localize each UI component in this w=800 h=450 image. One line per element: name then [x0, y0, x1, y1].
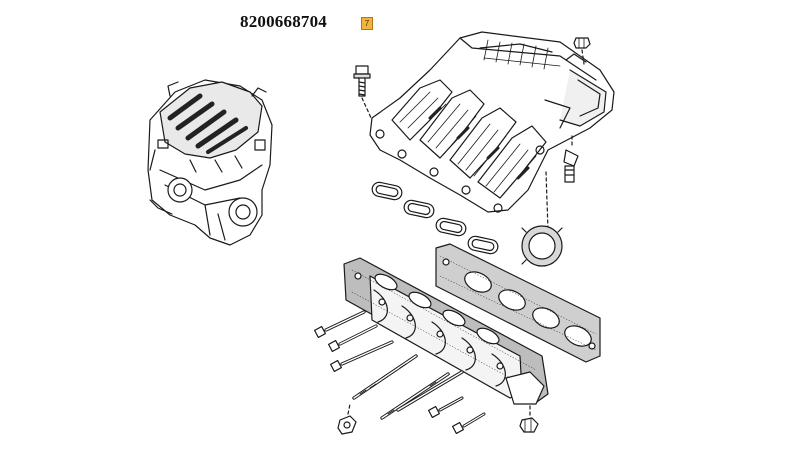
intake-gasket-icon	[371, 181, 499, 255]
nut-icon	[573, 37, 591, 49]
throttle-gasket-icon	[521, 225, 563, 267]
exhaust-manifold-icon	[343, 257, 549, 405]
engine-block-icon	[147, 79, 273, 246]
exhaust-gasket-icon	[435, 243, 601, 363]
sensor-icon	[563, 149, 579, 183]
stud-bolt-icon	[313, 310, 486, 435]
intake-manifold-icon	[369, 31, 615, 213]
nut-icon	[337, 415, 539, 435]
reference-badge[interactable]: 7	[361, 17, 373, 30]
part-number-label: 8200668704	[240, 12, 327, 31]
bolt-icon	[353, 65, 371, 97]
